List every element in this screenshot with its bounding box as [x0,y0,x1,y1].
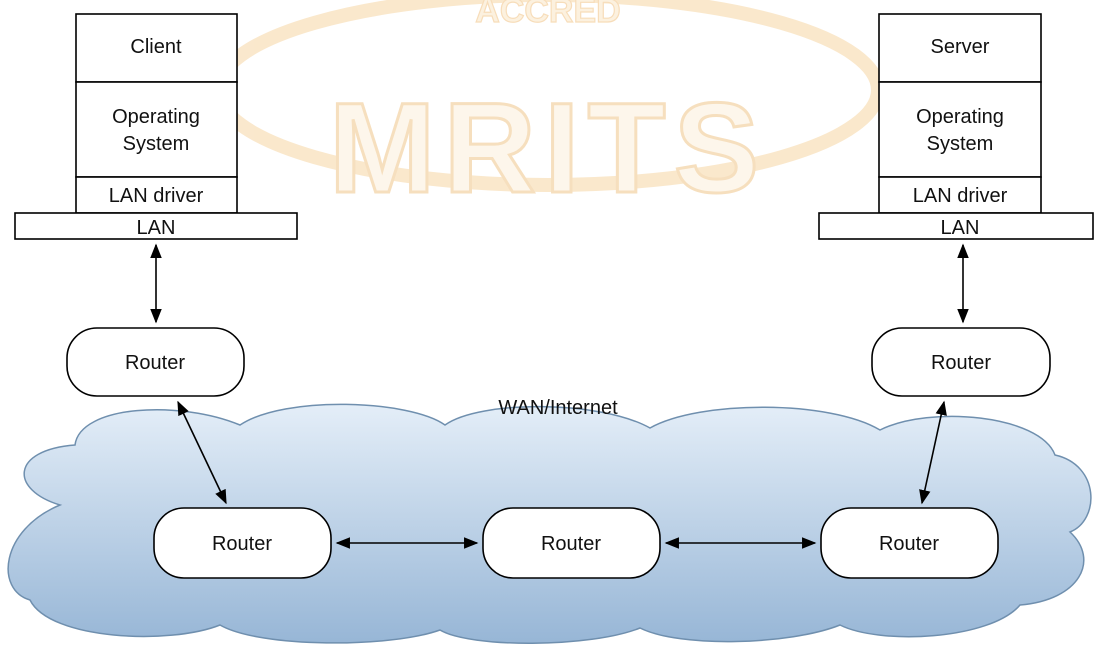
router-server-side: Router [871,327,1051,397]
client-stack: Client Operating System LAN driver LAN [14,13,298,240]
server-lan-label: LAN [941,217,980,239]
server-lan-driver-label: LAN driver [913,185,1008,207]
server-lan-bar [818,212,1094,240]
arrow-client-router-wan [177,400,227,505]
server-label: Server [931,36,990,58]
arrow-server-router-wan [919,400,947,505]
watermark: ACCRED MRITS [211,0,885,222]
client-os-line1: Operating [112,106,200,128]
server-os-box [878,81,1042,178]
server-stack: Server Operating System LAN driver LAN [818,13,1094,240]
client-box [75,13,238,83]
client-os-line2: System [123,133,190,155]
client-label: Client [130,36,182,58]
watermark-text: MRITS [329,77,767,220]
router-wan-middle: Router [482,507,661,579]
wan-internet-label: WAN/Internet [498,397,618,419]
server-os-line1: Operating [916,106,1004,128]
router-client-side: Router [66,327,245,397]
watermark-arc-text: ACCRED [475,0,620,30]
router-wan-right: Router [820,507,999,579]
client-lan-label: LAN [137,217,176,239]
router-wan-left: Router [153,507,332,579]
client-lan-bar [14,212,298,240]
client-lan-driver-label: LAN driver [109,185,204,207]
router-wan-middle-label: Router [541,533,601,555]
router-wan-right-label: Router [879,533,939,555]
server-os-line2: System [927,133,994,155]
router-wan-left-label: Router [212,533,272,555]
router-server-side-label: Router [931,352,991,374]
client-os-box [75,81,238,178]
server-lan-driver-box [878,176,1042,214]
router-client-side-label: Router [125,352,185,374]
